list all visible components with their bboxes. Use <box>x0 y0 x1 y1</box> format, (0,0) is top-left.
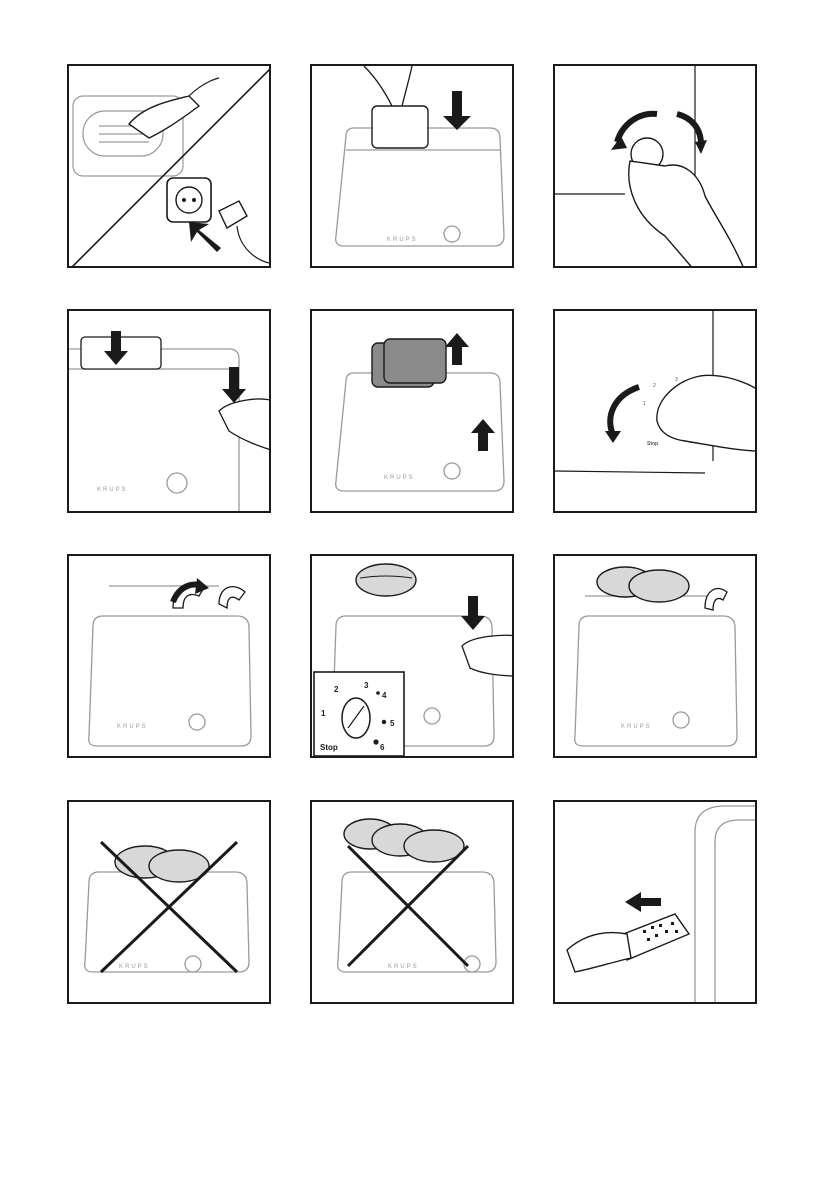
brand-label: KRUPS <box>387 237 418 243</box>
brand-label: KRUPS <box>119 964 150 970</box>
arrow-up-icon <box>445 333 469 365</box>
dial-mark: 1 <box>321 709 326 718</box>
dial-mark: 3 <box>675 377 678 383</box>
dial-mark: 3 <box>364 681 369 690</box>
panel-press-lever: KRUPS <box>67 309 271 513</box>
dial-mark: 4 <box>382 691 387 700</box>
arrow-down-icon <box>443 91 471 130</box>
press-lever-illustration: KRUPS <box>69 311 269 511</box>
arrow-up-icon <box>471 419 495 451</box>
dial-stop-label: Stop <box>320 743 338 752</box>
arrow-down-icon <box>461 596 485 630</box>
plug-in-illustration <box>69 66 269 266</box>
panel-warm-two-buns: KRUPS <box>553 554 757 758</box>
panel-do-not-warm-on-slots: KRUPS <box>67 800 271 1004</box>
dial-mark: 6 <box>380 743 385 752</box>
dial-mark: 1 <box>643 401 646 407</box>
brand-label: KRUPS <box>117 724 148 730</box>
dial-mark: 2 <box>334 685 339 694</box>
warm-bun-illustration: 1 2 3 4 5 6 Stop <box>312 556 512 756</box>
panel-warm-bun: 1 2 3 4 5 6 Stop <box>310 554 514 758</box>
panel-raise-bun-warmer: KRUPS <box>67 554 271 758</box>
warning-overload-illustration: KRUPS <box>312 802 512 1002</box>
toast-slice <box>384 339 446 383</box>
arrow-down-icon <box>222 367 246 403</box>
crumb-tray-illustration <box>555 802 755 1002</box>
dial-stop-illustration: 1 2 3 Stop <box>555 311 755 511</box>
arrow-left-icon <box>625 892 661 912</box>
raise-warmer-illustration: KRUPS <box>69 556 269 756</box>
panel-insert-bread: KRUPS <box>310 64 514 268</box>
panel-toast-pops-up: KRUPS <box>310 309 514 513</box>
panel-set-browning-dial <box>553 64 757 268</box>
insert-bread-illustration: KRUPS <box>312 66 512 266</box>
dial-stop-label: Stop <box>647 441 658 447</box>
dial-mark: 2 <box>653 383 656 389</box>
warning-slots-illustration: KRUPS <box>69 802 269 1002</box>
brand-label: KRUPS <box>388 964 419 970</box>
bun <box>356 564 416 596</box>
brand-label: KRUPS <box>384 475 415 481</box>
set-dial-illustration <box>555 66 755 266</box>
panel-do-not-overload-warmer: KRUPS <box>310 800 514 1004</box>
dial-mark: 5 <box>390 719 395 728</box>
panel-plug-in <box>67 64 271 268</box>
rotate-arrow-icon <box>605 431 621 443</box>
toast-up-illustration: KRUPS <box>312 311 512 511</box>
panel-remove-crumb-tray <box>553 800 757 1004</box>
panel-turn-dial-to-stop: 1 2 3 Stop <box>553 309 757 513</box>
brand-label: KRUPS <box>621 724 652 730</box>
brand-label: KRUPS <box>97 487 128 493</box>
two-buns-illustration: KRUPS <box>555 556 755 756</box>
bun <box>629 570 689 602</box>
